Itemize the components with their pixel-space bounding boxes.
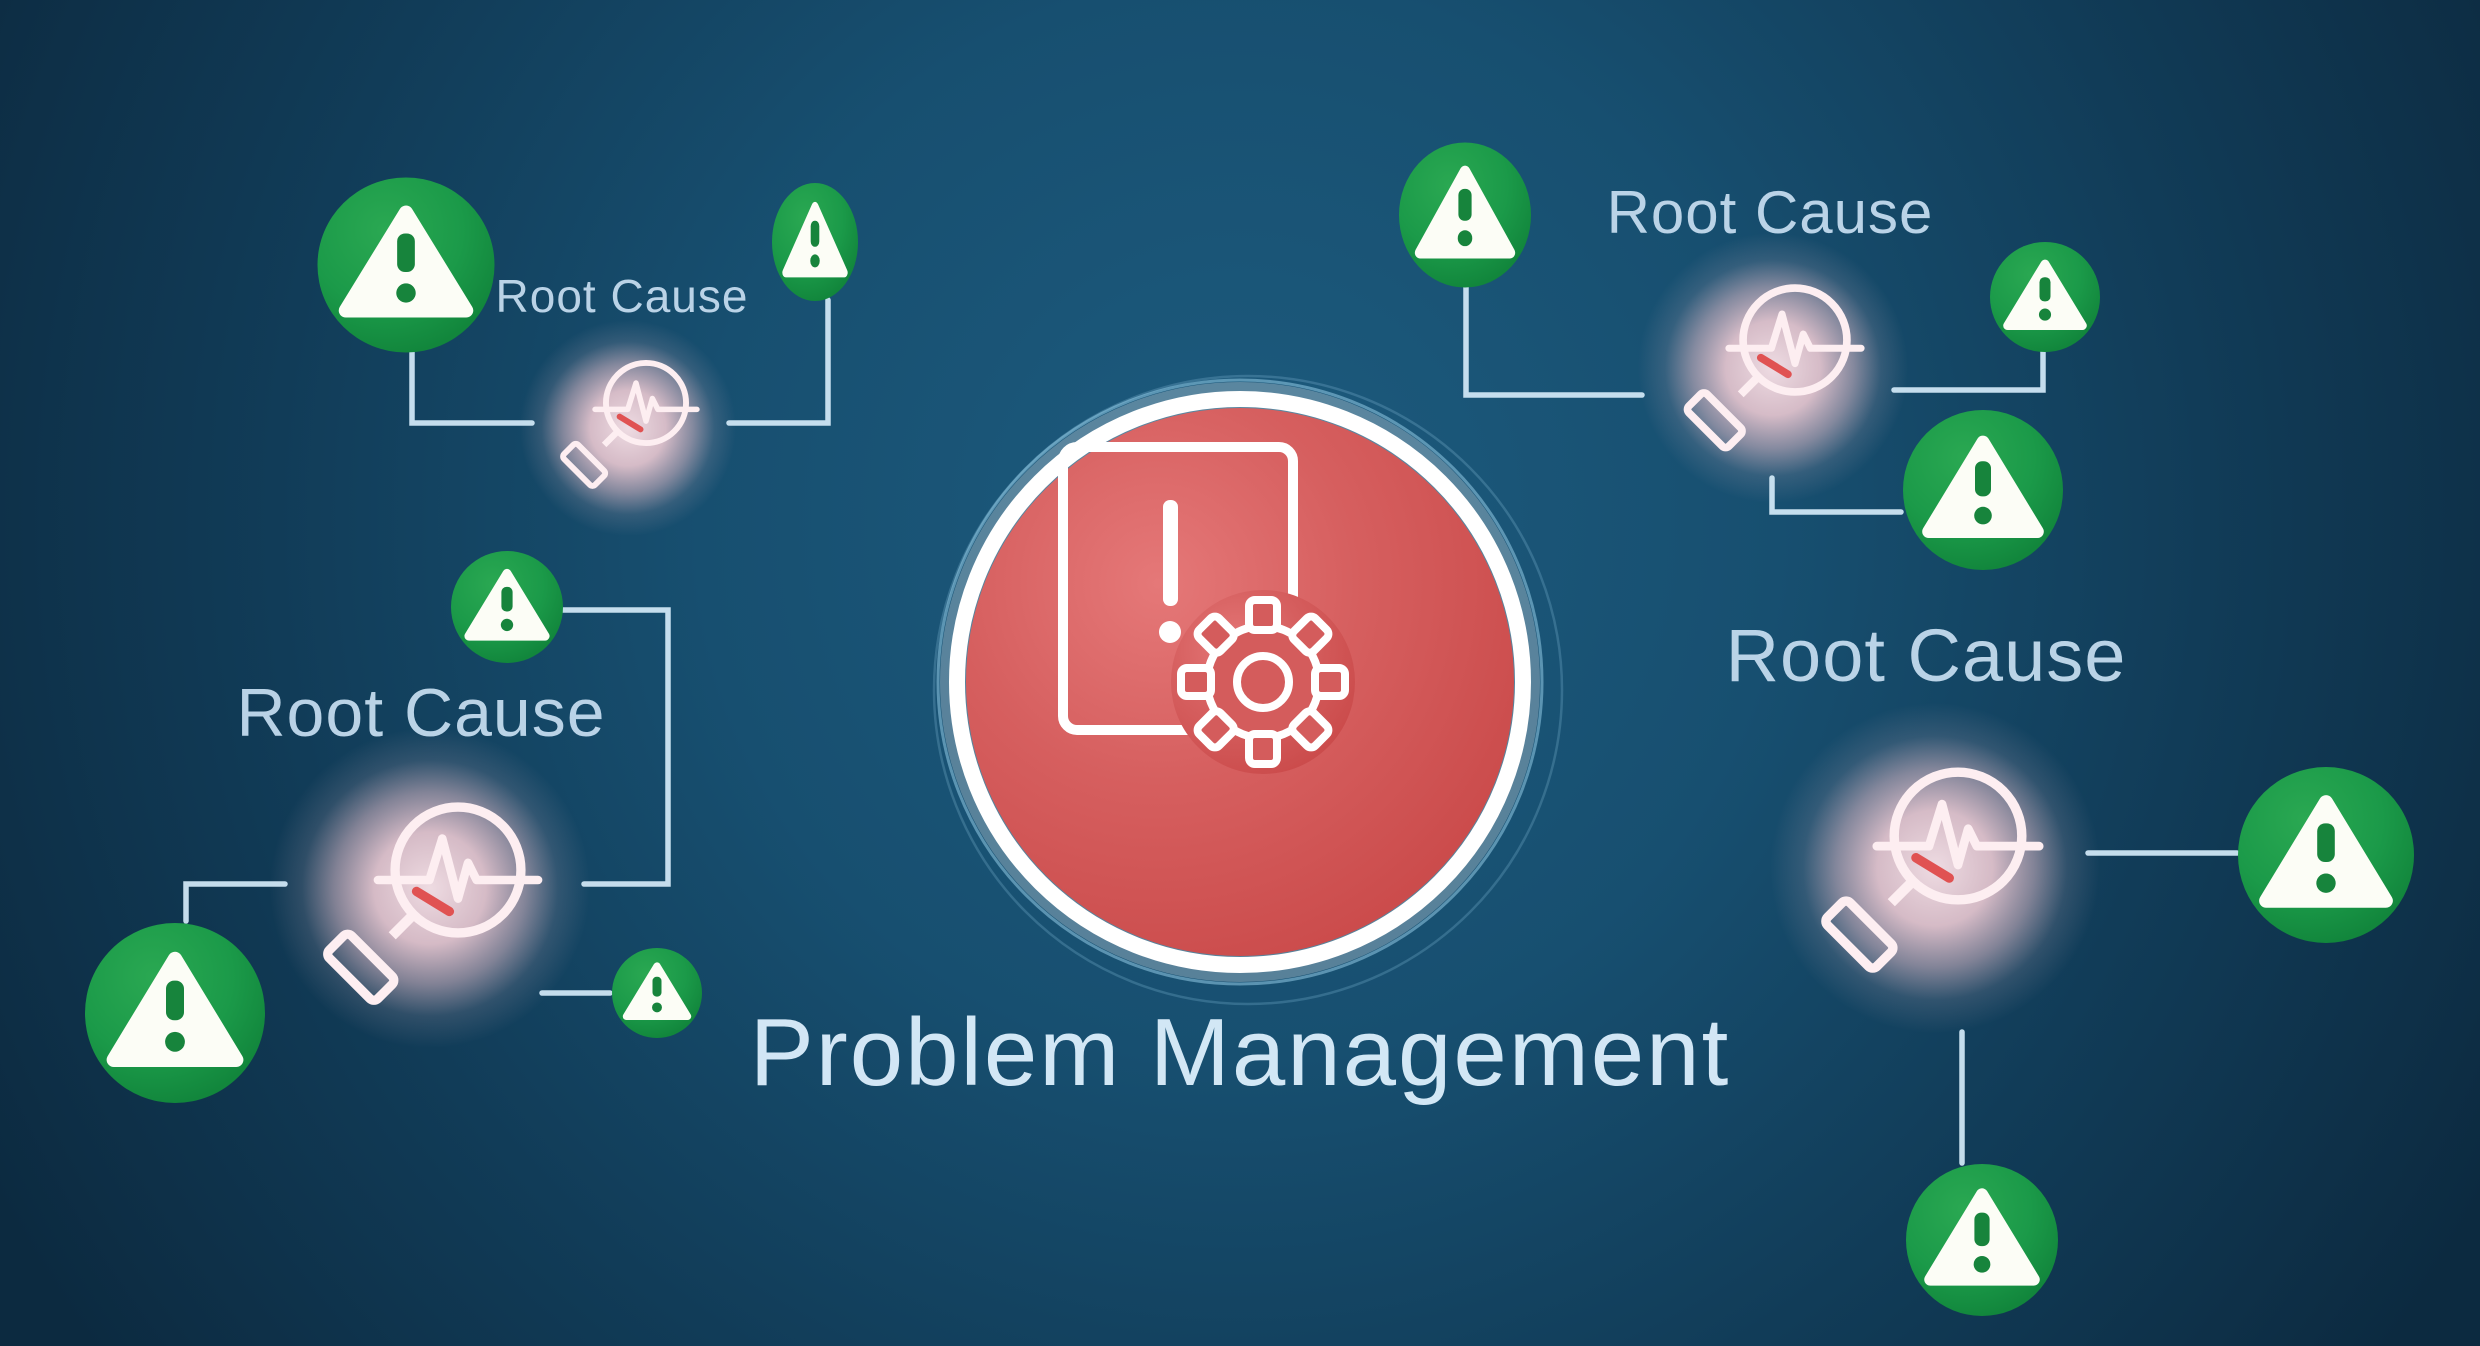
connector-line — [726, 297, 831, 426]
connector-line — [183, 881, 288, 924]
decorative-ring — [932, 374, 1564, 1006]
warning-triangle-icon — [1903, 410, 2063, 570]
warning-triangle-icon — [772, 183, 858, 301]
cluster-label: Root Cause — [1726, 614, 2127, 697]
cluster-label: Root Cause — [496, 270, 749, 322]
cluster-top-right: Root Cause — [1399, 143, 2100, 571]
connector-line — [1463, 284, 1645, 398]
connector-line — [409, 349, 535, 426]
warning-triangle-icon — [1906, 1164, 2058, 1316]
connector-line — [558, 607, 671, 887]
warning-triangle-icon — [451, 551, 563, 663]
warning-triangle-icon — [318, 178, 495, 353]
cluster-bottom-left: Root Cause — [85, 551, 702, 1103]
gear-icon — [1171, 590, 1355, 774]
warning-triangle-icon — [1990, 242, 2100, 352]
cluster-label: Root Cause — [236, 675, 605, 751]
alert-document-icon — [1058, 442, 1298, 735]
cluster-right: Root Cause — [1726, 614, 2414, 1316]
connector-line — [1891, 347, 2046, 393]
cluster-label: Root Cause — [1607, 179, 1934, 246]
warning-triangle-icon — [1399, 143, 1531, 288]
hub-ring — [949, 391, 1531, 973]
decorative-ring — [936, 378, 1544, 986]
page-title: Problem Management — [750, 999, 1730, 1106]
cluster-top-left: Root Cause — [318, 178, 859, 536]
analysis-glow — [270, 728, 590, 1048]
analysis-glow — [520, 320, 736, 536]
warning-triangle-icon — [85, 923, 265, 1103]
problem-management-hub — [932, 374, 1564, 1006]
connector-line — [1769, 475, 1904, 515]
warning-triangle-icon — [612, 948, 702, 1038]
warning-triangle-icon — [2238, 767, 2414, 943]
